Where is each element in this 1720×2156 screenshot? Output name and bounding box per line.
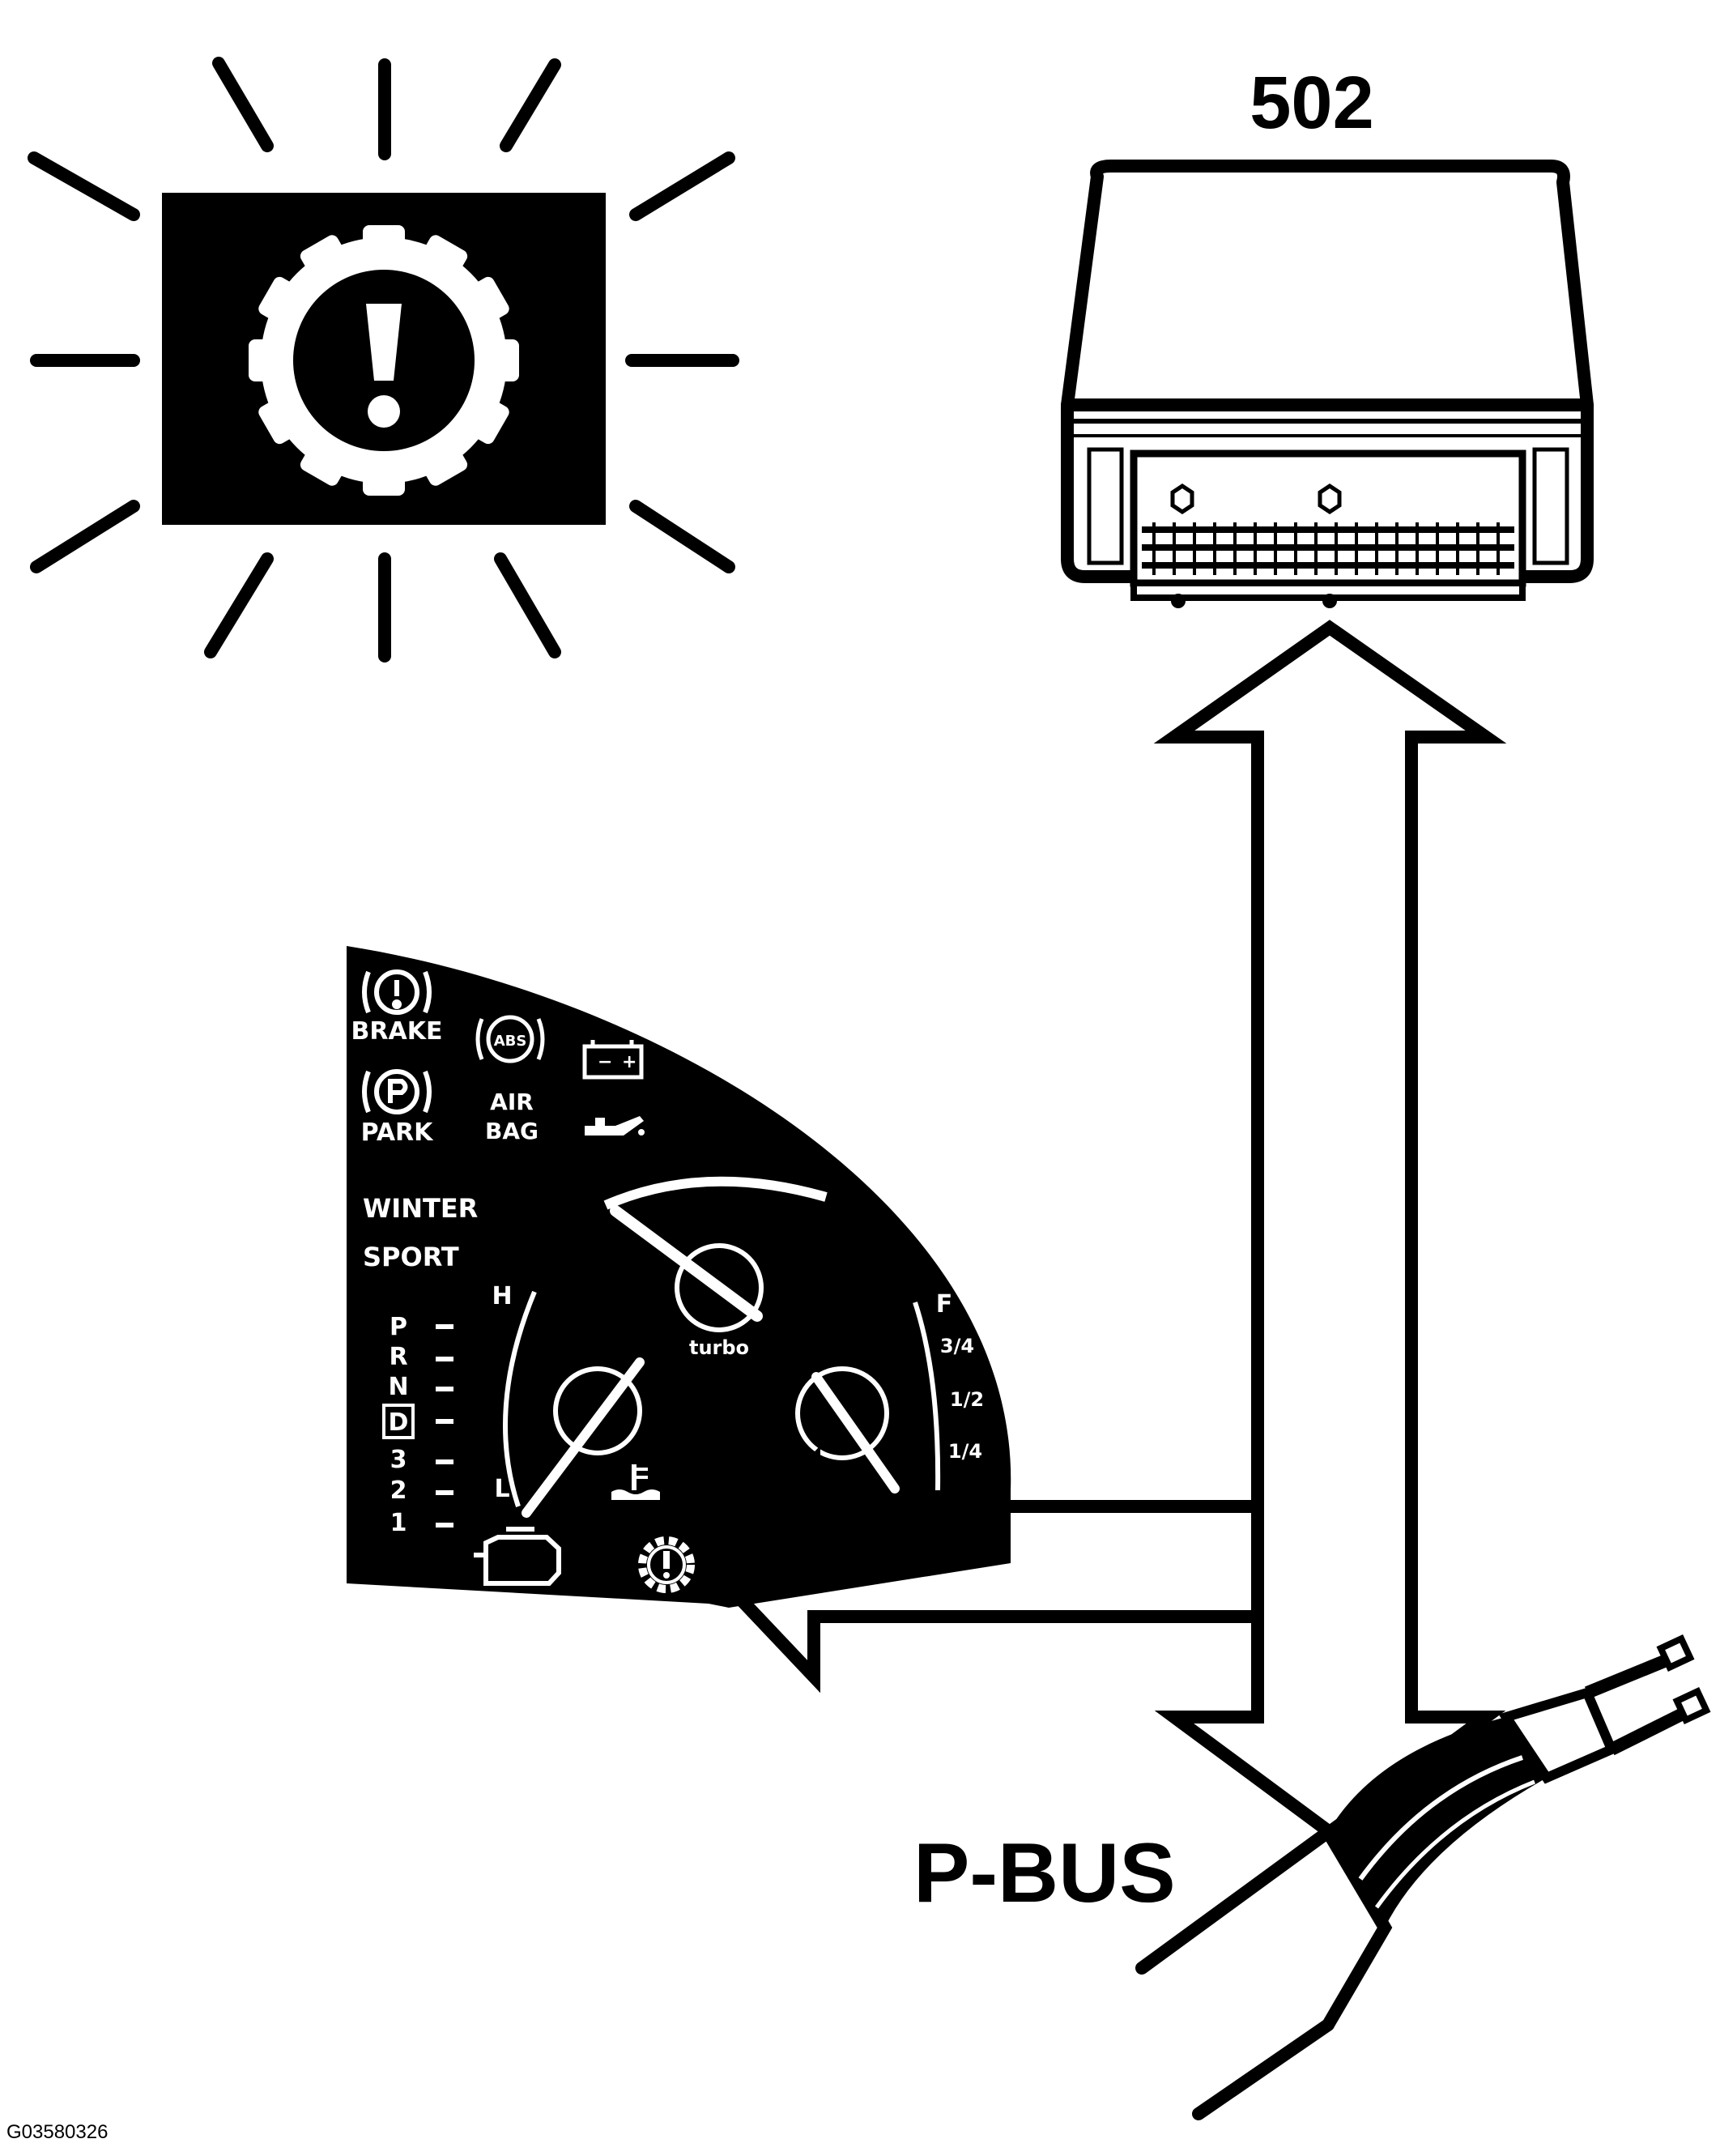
control-module-icon <box>1061 160 1594 608</box>
fuel-half-mark: 1/2 <box>950 1388 984 1411</box>
battery-warning-icon <box>582 1040 644 1080</box>
cluster-signal-arrow-outline <box>704 1445 1264 1694</box>
airbag-label-line2: BAG <box>485 1118 539 1144</box>
sport-mode-label: SPORT <box>363 1242 459 1272</box>
temp-low-mark: L <box>494 1475 509 1503</box>
control-module-502: 502 <box>1061 62 1594 608</box>
gear-d-highlight <box>382 1404 415 1439</box>
gear-3: 3 <box>390 1446 407 1474</box>
fuel-three-quarter-mark: 3/4 <box>940 1335 974 1357</box>
figure-id-label: G03580326 <box>6 2121 108 2143</box>
brake-label: BRAKE <box>351 1017 443 1046</box>
brake-warning-icon <box>362 969 432 1015</box>
abs-warning-icon <box>475 1015 545 1063</box>
check-engine-icon <box>474 1527 561 1586</box>
fuel-gauge: F 3/4 1/2 1/4 <box>795 1290 984 1493</box>
gear-d: D <box>389 1408 409 1437</box>
gear-2: 2 <box>390 1476 407 1505</box>
flash-rays <box>28 57 739 663</box>
park-label: PARK <box>361 1118 435 1147</box>
gear-1: 1 <box>390 1509 407 1537</box>
battery-minus-sign: − <box>598 1052 612 1072</box>
airbag-label-line1: AIR <box>490 1089 534 1115</box>
gear-n: N <box>388 1373 408 1401</box>
fuel-full-mark: F <box>936 1290 953 1319</box>
fuel-quarter-mark: 1/4 <box>948 1440 982 1463</box>
abs-label: ABS <box>494 1033 527 1050</box>
temp-high-mark: H <box>492 1282 512 1310</box>
turbo-label: turbo <box>689 1336 749 1359</box>
transmission-gear-icon <box>638 1536 695 1593</box>
temperature-gauge: H L <box>492 1282 660 1518</box>
gear-p: P <box>390 1313 407 1341</box>
module-number-label: 502 <box>1250 62 1374 144</box>
p-bus-label: P-BUS <box>913 1826 1176 1920</box>
p-bus-connector-icon <box>1135 1634 1711 2120</box>
battery-plus-sign: + <box>622 1052 636 1072</box>
parking-brake-icon <box>362 1069 432 1114</box>
turbo-gauge: turbo <box>603 1176 828 1359</box>
oil-pressure-icon <box>585 1116 645 1136</box>
winter-mode-label: WINTER <box>363 1193 478 1224</box>
flashing-warning-lamp <box>28 57 739 663</box>
instrument-cluster: BRAKE ABS − + PARK AIR BAG WINTER SPORT <box>347 946 1011 1608</box>
coolant-temp-icon <box>611 1464 660 1500</box>
gear-r: R <box>389 1343 407 1371</box>
transmission-warning-gear-icon <box>249 225 519 496</box>
gear-indicator: P R N D 3 2 1 <box>382 1313 453 1537</box>
